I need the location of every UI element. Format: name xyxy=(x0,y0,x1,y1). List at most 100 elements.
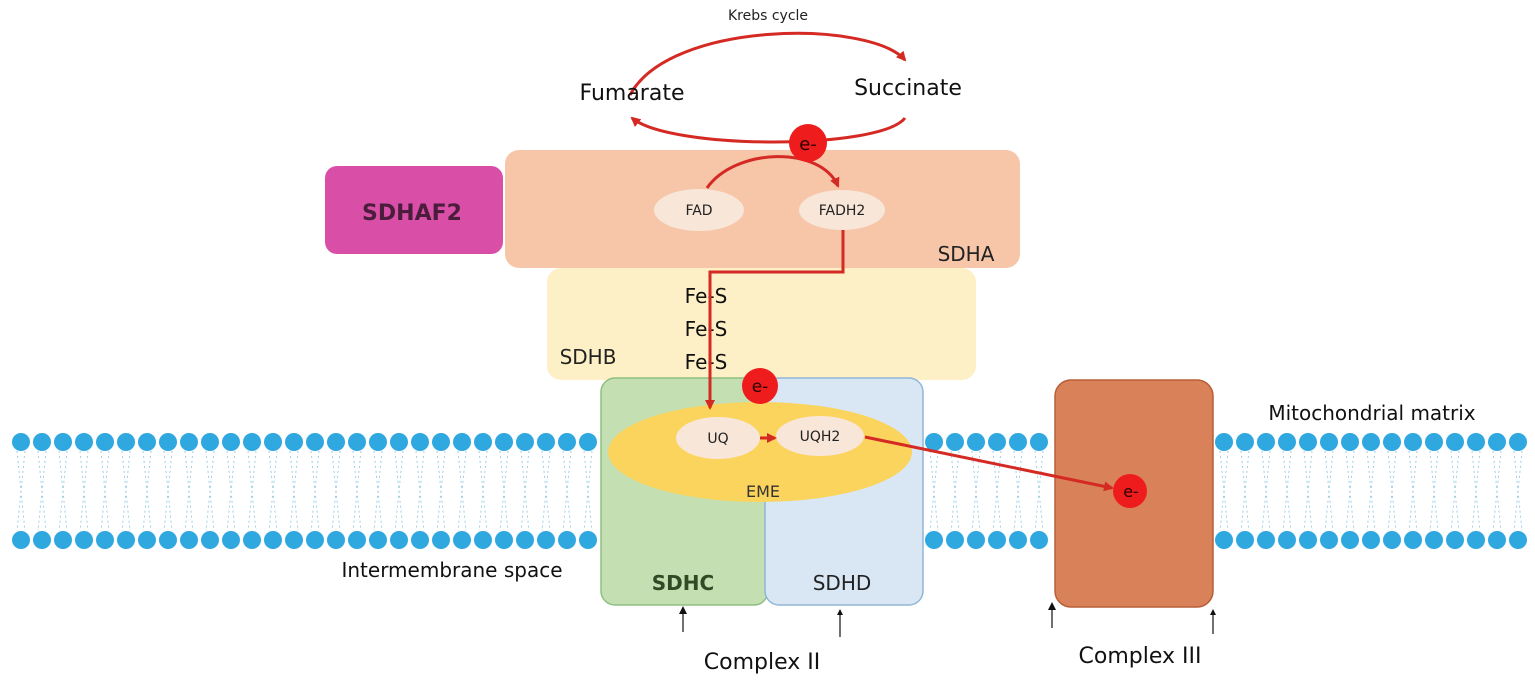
lipid-tail xyxy=(310,450,320,532)
lipid-tail xyxy=(436,450,446,532)
lipid-head xyxy=(579,531,597,549)
lipid-head xyxy=(243,531,261,549)
lipid-head xyxy=(180,531,198,549)
svg-text:e-: e- xyxy=(799,134,817,155)
lipid-head xyxy=(988,531,1006,549)
lipid-head xyxy=(925,531,943,549)
lipid-head xyxy=(33,531,51,549)
lipid-tail xyxy=(1261,450,1271,532)
lipid-head xyxy=(285,531,303,549)
lipid-head xyxy=(180,433,198,451)
lipid-head xyxy=(1320,531,1338,549)
lipid-tail xyxy=(992,450,1002,532)
lipid-tail xyxy=(562,450,572,532)
lipid-head xyxy=(264,531,282,549)
lipid-head xyxy=(348,531,366,549)
lipid-head xyxy=(1425,433,1443,451)
lipid-head xyxy=(1299,433,1317,451)
krebs-arrow-bottom xyxy=(630,116,907,144)
lipid-tail xyxy=(499,450,509,532)
lipid-tail xyxy=(16,450,26,532)
svg-text:e-: e- xyxy=(1123,482,1139,501)
lipid-head xyxy=(75,433,93,451)
lipid-head xyxy=(96,531,114,549)
svg-text:e-: e- xyxy=(752,377,769,397)
lipid-tail xyxy=(1282,450,1292,532)
lipid-head xyxy=(1215,531,1233,549)
fadh2-label: FADH2 xyxy=(819,203,866,219)
lipid-tail xyxy=(331,450,341,532)
lipid-head xyxy=(117,433,135,451)
lipid-head xyxy=(138,433,156,451)
lipid-head xyxy=(1236,531,1254,549)
lipid-head xyxy=(1009,531,1027,549)
lipid-tail xyxy=(142,450,152,532)
lipid-tails xyxy=(16,450,1523,532)
lipid-head xyxy=(988,433,1006,451)
sdhd-label: SDHD xyxy=(813,571,872,595)
lipid-head xyxy=(327,531,345,549)
lipid-tail xyxy=(520,450,530,532)
lipid-head xyxy=(1467,433,1485,451)
lipid-head xyxy=(1383,531,1401,549)
fes-label-2: Fe-S xyxy=(685,317,728,341)
lipid-head xyxy=(1341,531,1359,549)
lipid-tail xyxy=(268,450,278,532)
sdha-subunit xyxy=(505,150,1020,268)
lipid-head xyxy=(1215,433,1233,451)
lipid-tail xyxy=(457,450,467,532)
uqh2-to-complex-iii-arrow xyxy=(864,435,1114,492)
krebs-arrow-top xyxy=(628,31,907,96)
lipid-tail xyxy=(1240,450,1250,532)
lipid-head xyxy=(474,433,492,451)
lipid-head xyxy=(1257,433,1275,451)
lipid-tail xyxy=(163,450,173,532)
electron-right: e- xyxy=(1113,474,1147,508)
lipid-head xyxy=(1341,433,1359,451)
intermembrane-space-label: Intermembrane space xyxy=(341,558,562,582)
lipid-tail xyxy=(352,450,362,532)
lipid-head xyxy=(1278,433,1296,451)
lipid-head xyxy=(516,531,534,549)
fad-oval xyxy=(654,189,744,231)
lipid-head xyxy=(474,531,492,549)
lipid-head xyxy=(558,531,576,549)
lipid-tail xyxy=(1429,450,1439,532)
electron-top: e- xyxy=(789,124,827,162)
lipid-head xyxy=(516,433,534,451)
lipid-head xyxy=(1509,531,1527,549)
lipid-head xyxy=(1030,433,1048,451)
sdhb-label: SDHB xyxy=(560,345,617,369)
mitochondrial-matrix-label: Mitochondrial matrix xyxy=(1268,401,1475,425)
lipid-head xyxy=(264,433,282,451)
complex-iii-label: Complex III xyxy=(1079,644,1202,669)
lipid-head xyxy=(369,433,387,451)
lipid-head xyxy=(1383,433,1401,451)
lipid-tail xyxy=(1303,450,1313,532)
lipid-head xyxy=(327,433,345,451)
lipid-head xyxy=(390,433,408,451)
lipid-head xyxy=(243,433,261,451)
lipid-head xyxy=(432,531,450,549)
lipid-tail xyxy=(247,450,257,532)
lipid-head xyxy=(306,433,324,451)
lipid-head xyxy=(453,531,471,549)
lipid-head xyxy=(495,531,513,549)
lipid-heads xyxy=(12,433,1527,549)
lipid-head xyxy=(348,433,366,451)
lipid-head xyxy=(1404,433,1422,451)
lipid-head xyxy=(537,433,555,451)
lipid-head xyxy=(1362,433,1380,451)
lipid-tail xyxy=(58,450,68,532)
lipid-head xyxy=(495,433,513,451)
lipid-tail xyxy=(1034,450,1044,532)
krebs-cycle-label: Krebs cycle xyxy=(728,8,808,24)
lipid-tail xyxy=(121,450,131,532)
electron-path-to-uq xyxy=(705,230,845,410)
lipid-head xyxy=(33,433,51,451)
uq-label: UQ xyxy=(707,431,728,447)
lipid-head xyxy=(537,531,555,549)
lipid-head xyxy=(411,433,429,451)
lipid-tail xyxy=(394,450,404,532)
